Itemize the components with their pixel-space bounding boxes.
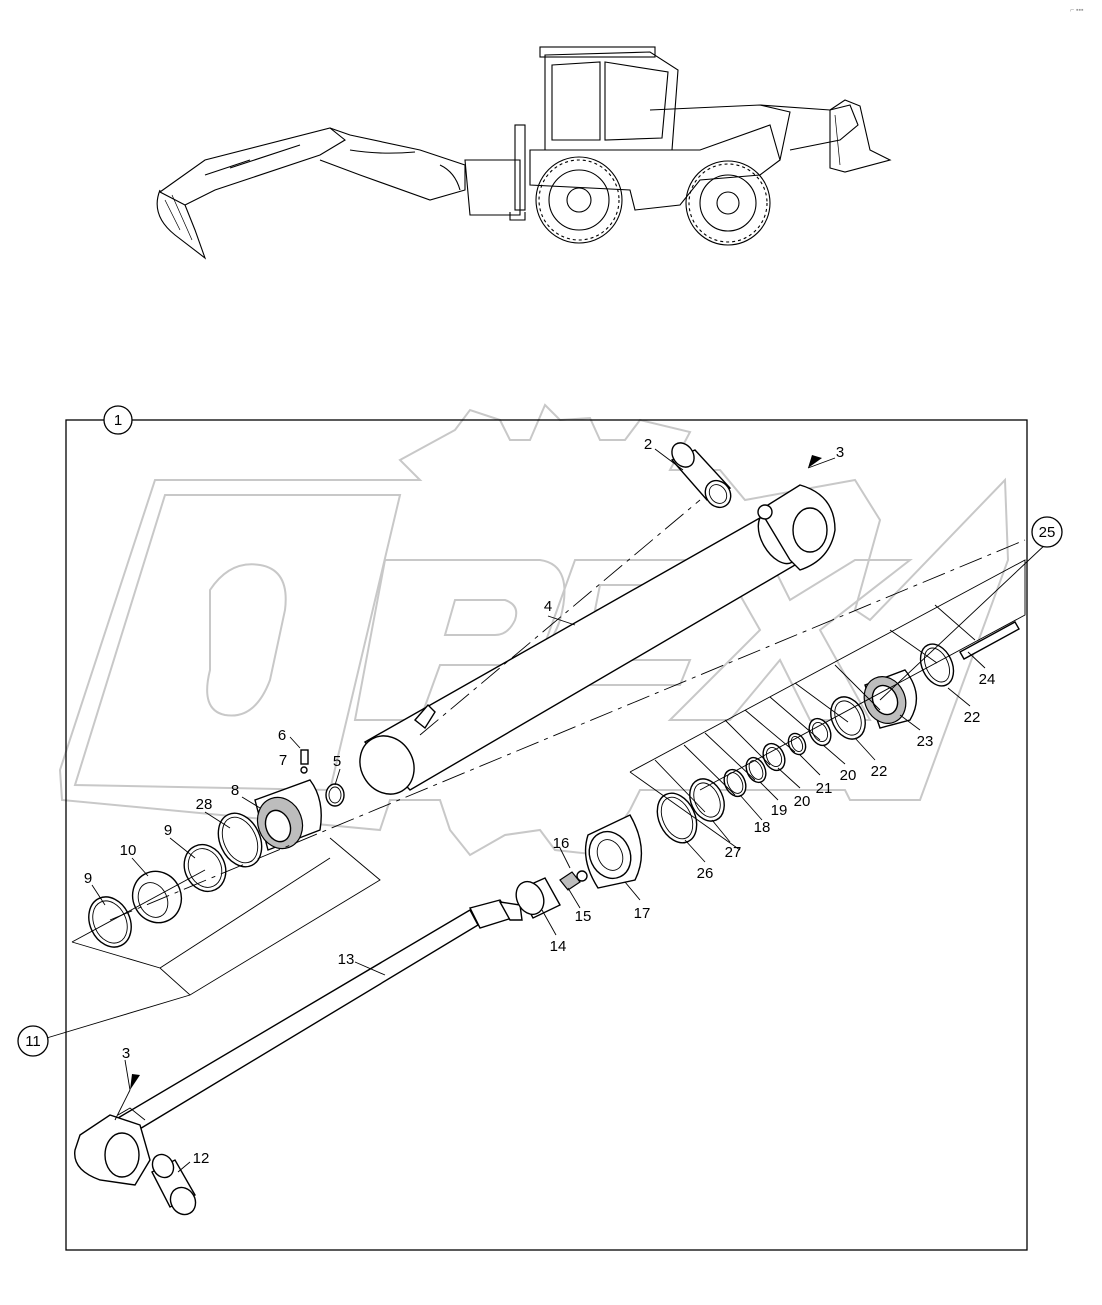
callout-26: 26	[697, 865, 714, 882]
leader-lines	[39, 419, 1048, 1173]
bushing-2	[670, 442, 732, 509]
callout-5: 5	[333, 753, 341, 770]
callout-22-upper: 22	[964, 709, 981, 726]
callout-labels: 2 3 4 5 6 7 8 28 9 10 9 13 3 12 14 15 16…	[84, 436, 996, 1167]
arrow-3-top	[808, 455, 822, 468]
callout-14: 14	[550, 938, 567, 955]
callout-12: 12	[193, 1150, 210, 1167]
callout-9-lower: 9	[84, 870, 92, 887]
callout-27: 27	[725, 844, 742, 861]
callout-3-top: 3	[836, 444, 844, 461]
callout-20-lower: 20	[794, 793, 811, 810]
callout-18: 18	[754, 819, 771, 836]
callout-1: 1	[103, 405, 133, 435]
callout-25: 25	[1031, 516, 1063, 548]
callout-16: 16	[553, 835, 570, 852]
callout-22-lower: 22	[871, 763, 888, 780]
callout-20-upper: 20	[840, 767, 857, 784]
opex-gear-logo	[58, 403, 1010, 857]
callout-10: 10	[120, 842, 137, 859]
callout-19: 19	[771, 802, 788, 819]
callout-25-label: 25	[1039, 524, 1056, 541]
callout-11: 11	[17, 1025, 49, 1057]
left-seal-group	[88, 749, 345, 948]
callout-21: 21	[816, 780, 833, 797]
callout-2: 2	[644, 436, 652, 453]
callout-1-label: 1	[114, 412, 122, 429]
callout-9-upper: 9	[164, 822, 172, 839]
callout-15: 15	[575, 908, 592, 925]
callout-23: 23	[917, 733, 934, 750]
arrow-3-bottom	[130, 1074, 140, 1090]
corner-mark: ⌐ ▪▪▪	[1070, 7, 1084, 14]
callout-8: 8	[231, 782, 239, 799]
callout-11-label: 11	[25, 1033, 41, 1050]
callout-7: 7	[279, 752, 287, 769]
callout-4: 4	[544, 598, 552, 615]
callout-17: 17	[634, 905, 651, 922]
callout-13: 13	[338, 951, 355, 968]
callout-24: 24	[979, 671, 996, 688]
callout-3-bottom: 3	[122, 1045, 130, 1062]
callout-28: 28	[196, 796, 213, 813]
assembly-frame	[65, 419, 1028, 1251]
bushing-12	[151, 1153, 197, 1216]
backhoe-loader-illustration	[156, 46, 892, 260]
piston-rod	[74, 899, 523, 1186]
callout-6: 6	[278, 727, 286, 744]
cylinder-barrel	[359, 484, 836, 795]
